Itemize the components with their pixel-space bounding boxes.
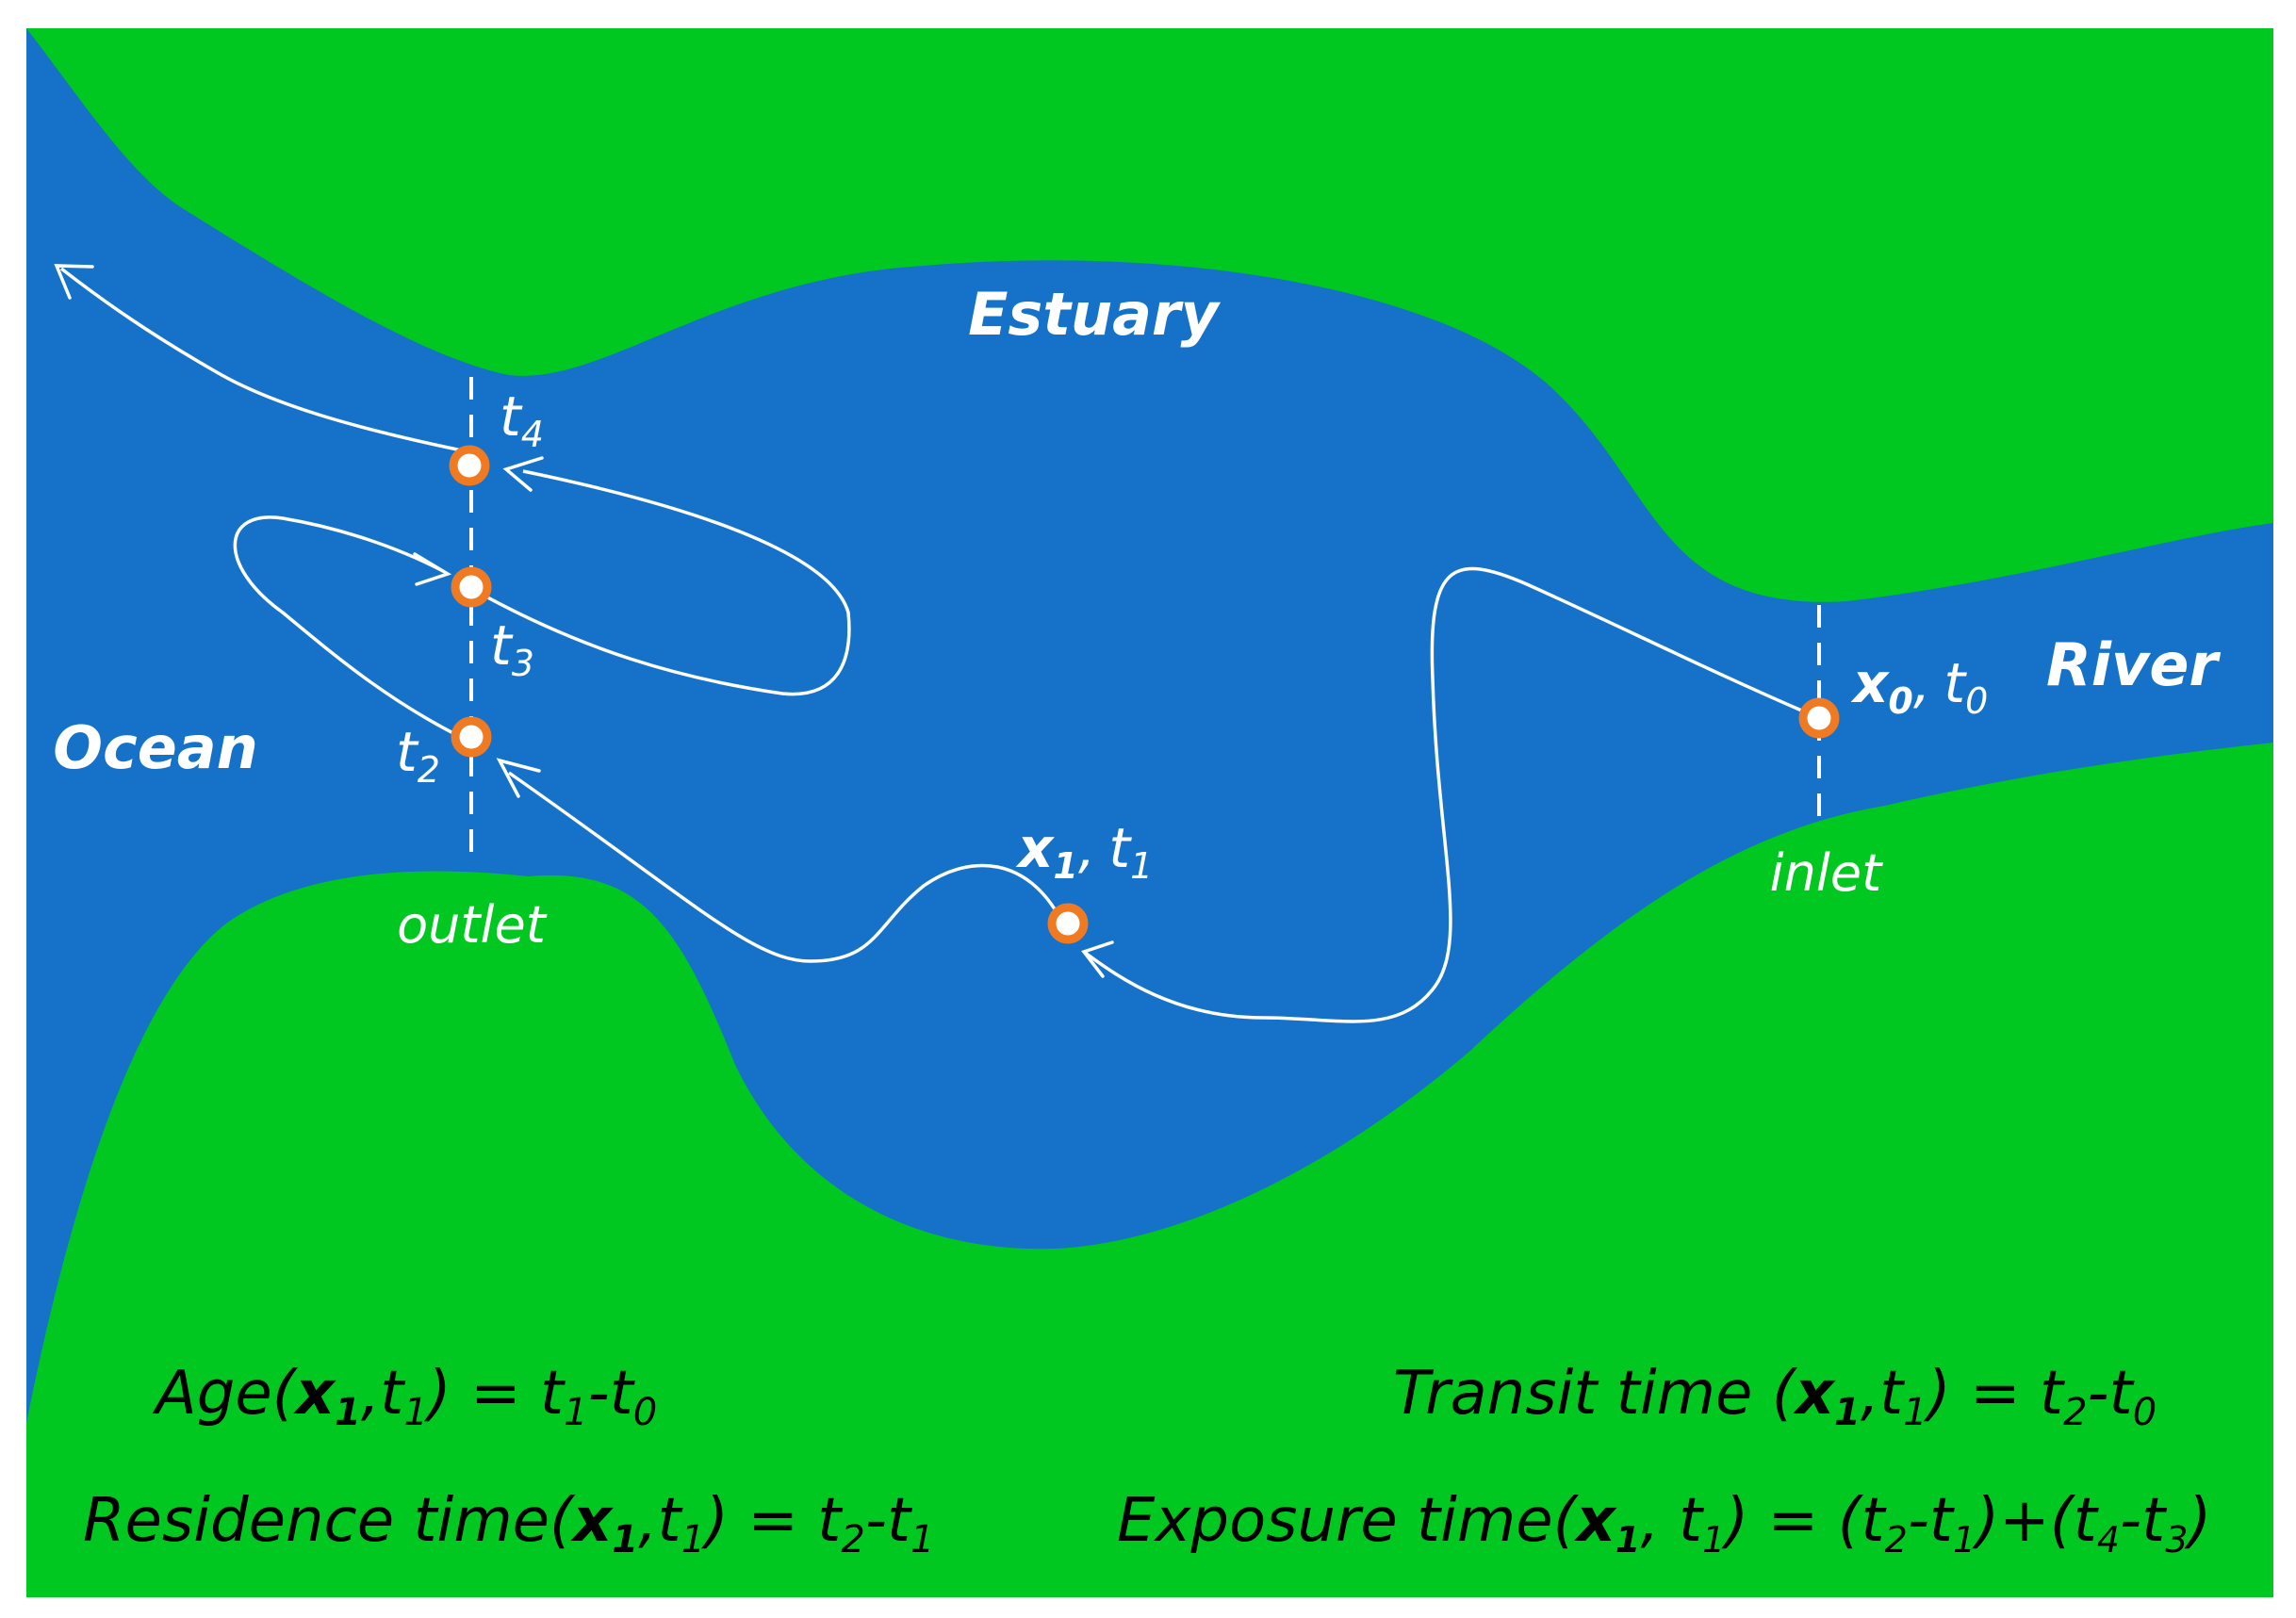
marker-t2 — [451, 716, 492, 758]
markers — [449, 445, 1840, 944]
ocean-label: Ocean — [53, 713, 257, 782]
path-t4-to-ocean — [59, 267, 463, 452]
marker-t4 — [449, 445, 490, 486]
outlet-label: outlet — [397, 895, 548, 955]
estuary-label: Estuary — [968, 280, 1221, 349]
arrowheads — [54, 264, 1114, 978]
marker-x1-t1 — [1047, 903, 1089, 944]
label-t2: t2 — [396, 720, 440, 791]
marker-x0-t0 — [1798, 697, 1840, 739]
path-x0-to-x1 — [1082, 566, 1820, 1023]
arrowhead-t3 — [413, 552, 452, 586]
label-x1-t1: x1,t1 — [1015, 816, 1153, 887]
particle-pathways — [59, 267, 1820, 1023]
exposure-time-equation: Exposure time(x1, t1) = (t2-t1)+(t4-t3) — [1117, 1486, 2211, 1561]
path-x1-to-t2 — [507, 771, 1062, 963]
age-equation: Age(x1,t1) = t1-t0 — [152, 1359, 657, 1434]
arrowhead-t2 — [496, 758, 541, 798]
transit-time-equation: Transit time (x1,t1) = t2-t0 — [1393, 1359, 2157, 1434]
residence-time-equation: Residence time(x1,t1) = t2-t1 — [83, 1486, 934, 1561]
path-t2-loop-t3 — [233, 515, 477, 746]
water-body — [26, 28, 2273, 1423]
label-t4: t4 — [500, 384, 544, 455]
arrowhead-t4 — [502, 456, 544, 492]
label-t3: t3 — [490, 613, 534, 684]
path-t3-to-t4 — [480, 469, 851, 696]
marker-t3 — [451, 566, 492, 608]
inlet-label: inlet — [1770, 843, 1883, 903]
arrowhead-x1 — [1081, 940, 1114, 978]
river-label: River — [2046, 630, 2221, 699]
label-x0-t0: x0,t0 — [1850, 651, 1988, 722]
arrowhead-ocean — [54, 264, 94, 300]
